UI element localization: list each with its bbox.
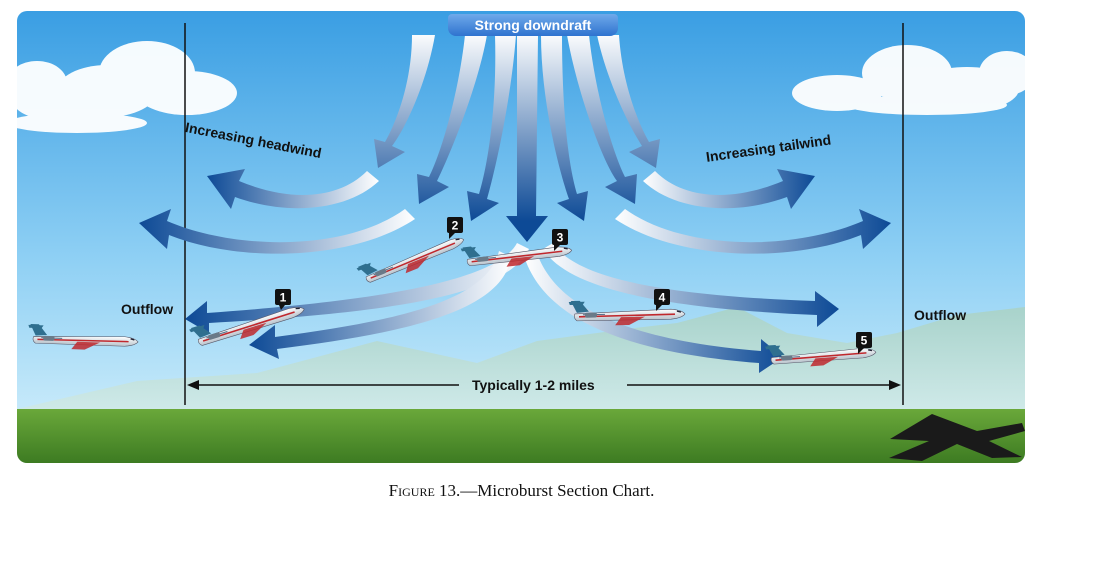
strong-downdraft-label: Strong downdraft — [448, 14, 618, 36]
distance-arrow — [187, 380, 901, 390]
badge-2: 2 — [447, 217, 463, 239]
badge-1: 1 — [275, 289, 291, 310]
outflow-arrows — [139, 169, 891, 373]
cloud-right — [792, 45, 1025, 115]
downdraft-arrows — [374, 35, 660, 242]
badge-1-label: 1 — [280, 291, 287, 305]
badge-5-label: 5 — [861, 334, 868, 348]
outflow-right-label: Outflow — [914, 307, 967, 323]
diagram-canvas: 1 2 3 4 5 — [17, 11, 1025, 463]
badge-4-label: 4 — [659, 291, 666, 305]
caption-text: —Microburst Section Chart. — [460, 481, 655, 500]
figure-caption: Figure 13.—Microburst Section Chart. — [0, 481, 1043, 501]
distant-hills — [17, 307, 1025, 409]
cloud-left — [17, 41, 237, 133]
ground — [17, 409, 1025, 463]
microburst-diagram: 1 2 3 4 5 Strong downdraft Increasing he… — [17, 11, 1025, 463]
badge-4: 4 — [654, 289, 670, 311]
caption-prefix: Figure 13. — [388, 481, 461, 500]
runway — [889, 414, 1025, 461]
badge-5: 5 — [856, 332, 872, 354]
badge-2-label: 2 — [452, 219, 459, 233]
badge-3-label: 3 — [557, 231, 564, 245]
badge-3: 3 — [552, 229, 568, 251]
outflow-left-label: Outflow — [121, 301, 174, 317]
distance-label: Typically 1-2 miles — [472, 377, 595, 393]
